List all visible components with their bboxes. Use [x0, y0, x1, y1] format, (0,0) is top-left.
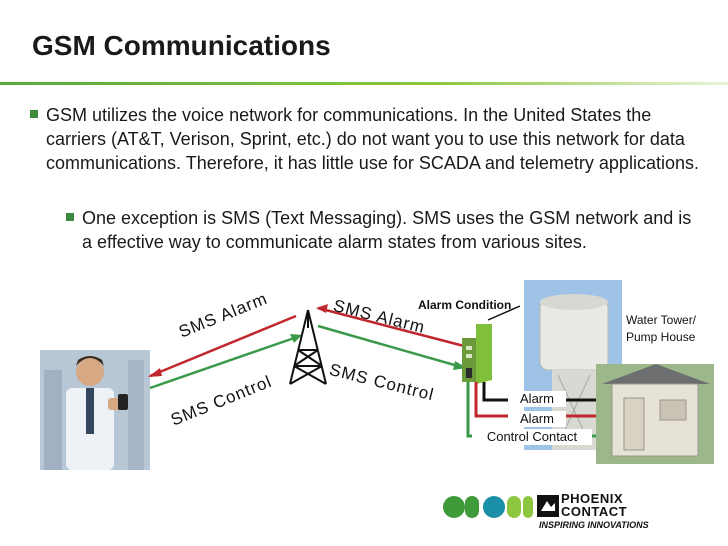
logo-dot [483, 496, 505, 518]
pump-house-photo [596, 364, 714, 464]
phoenix-emblem-icon [537, 495, 559, 517]
bullet-1: GSM utilizes the voice network for commu… [30, 103, 700, 175]
bullet-1-text: GSM utilizes the voice network for commu… [46, 105, 699, 173]
bullet-2-text: One exception is SMS (Text Messaging). S… [82, 208, 692, 252]
sms-diagram: SMS Alarm SMS Control SMS Alarm SMS Cont… [0, 280, 728, 480]
logo-dot [507, 496, 521, 518]
logo-dot [523, 496, 533, 518]
person-with-phone-icon [40, 350, 150, 470]
bullet-square-icon [30, 110, 38, 118]
bullet-square-icon [66, 213, 74, 221]
slide-title: GSM Communications [32, 30, 331, 61]
label-site-line-2: Pump House [626, 330, 696, 344]
bullet-2: One exception is SMS (Text Messaging). S… [66, 206, 706, 254]
logo-line-1: PHOENIX [561, 491, 624, 506]
label-contact-alarm-2: Alarm [508, 411, 566, 427]
title-divider [0, 82, 728, 85]
cell-tower-icon [289, 309, 327, 385]
label-site-line-1: Water Tower/ [626, 313, 697, 327]
logo-dot [465, 496, 479, 518]
gsm-modem-icon [462, 324, 492, 384]
logo-line-2: CONTACT [561, 504, 628, 519]
logo-dot [443, 496, 465, 518]
logo-tagline: INSPIRING INNOVATIONS [539, 520, 649, 530]
label-contact-alarm-1: Alarm [508, 391, 566, 407]
phoenix-contact-logo: PHOENIX CONTACT INSPIRING INNOVATIONS [443, 492, 723, 532]
label-alarm-condition: Alarm Condition [418, 298, 512, 312]
logo-wordmark: PHOENIX CONTACT [561, 492, 627, 518]
label-control-contact: Control Contact [472, 429, 592, 445]
